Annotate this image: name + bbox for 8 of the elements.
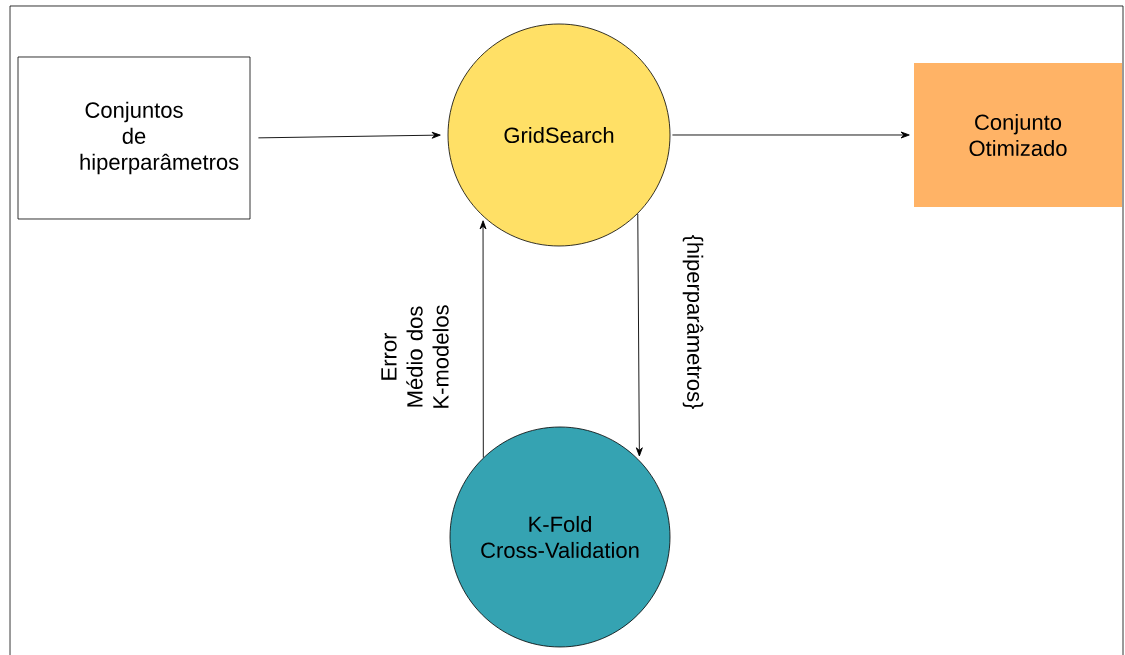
arrow — [479, 220, 487, 458]
input-box: Conjuntos de hiperparâmetros — [17, 56, 251, 220]
arrow — [635, 213, 643, 457]
arrow — [257, 131, 441, 139]
edge-label: Error Médio dos K-modelos — [380, 295, 450, 419]
output-box: Conjunto Otimizado — [914, 63, 1122, 207]
edge-label: {hiperparâmetros} — [681, 191, 705, 453]
arrow — [671, 131, 910, 139]
